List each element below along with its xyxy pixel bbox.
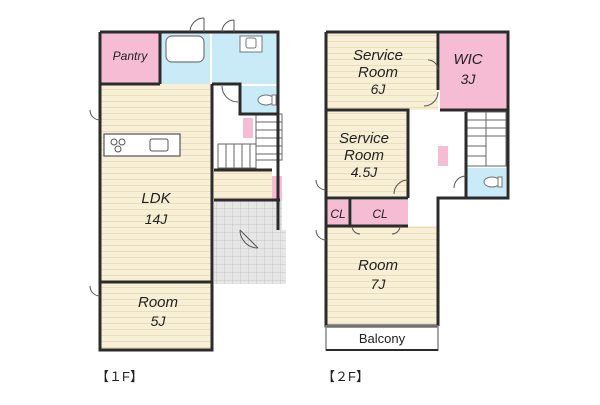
service-room-4-5j-name: Service [339, 130, 389, 147]
ldk-room [100, 84, 212, 282]
balcony-label: Balcony [359, 331, 406, 346]
closet-2f-a [438, 146, 448, 166]
pantry-room [100, 32, 160, 84]
wic-room [440, 32, 508, 110]
closet-cl-1 [326, 200, 350, 226]
cl2-label: CL [372, 207, 387, 221]
service-room-4-5j-size: 4.5J [351, 164, 378, 180]
pantry-label: Pantry [113, 49, 149, 63]
floor-1f-label: 【１F】 [96, 369, 143, 384]
hallway-1f [214, 170, 272, 200]
balcony-area [326, 326, 438, 350]
doors-2f [315, 59, 467, 241]
cl1-label: CL [330, 207, 345, 221]
wic-size: 3J [461, 71, 477, 87]
bathtub-icon [165, 35, 205, 63]
closet-1f-a [243, 118, 253, 138]
room1-size: 5J [151, 313, 167, 329]
room1-label: Room [138, 294, 178, 311]
walls-1f [98, 30, 280, 352]
service-room-6j-name: Service [353, 47, 403, 64]
stove-icon [110, 138, 126, 153]
room2-label: Room [358, 257, 398, 274]
room-7j [326, 226, 438, 324]
service-room-6j-size: 6J [371, 81, 387, 97]
floor-2f-label: 【２F】 [322, 369, 369, 384]
kitchen-sink-icon [149, 138, 169, 152]
washer-icon [245, 37, 257, 49]
ldk-size: 14J [145, 211, 169, 227]
doors-1f [89, 17, 259, 297]
room2-size: 7J [371, 276, 387, 292]
porch-tile [214, 230, 286, 284]
closet-cl-2 [352, 200, 408, 226]
ldk-label: LDK [141, 190, 171, 207]
stairs-2f [465, 111, 507, 167]
service-room-6j [326, 32, 438, 110]
floor-1f: Pantry LDK 14J Room 5J [89, 17, 286, 352]
entrance-tile [214, 200, 282, 230]
service-room-6j-name2: Room [358, 64, 398, 81]
floor-2f: Service Room 6J WIC 3J Service Room 4.5J… [315, 30, 510, 351]
room-5j [100, 282, 212, 350]
wic-label: WIC [453, 51, 482, 68]
service-room-4-5j [326, 112, 408, 198]
service-room-4-5j-name2: Room [344, 147, 384, 164]
